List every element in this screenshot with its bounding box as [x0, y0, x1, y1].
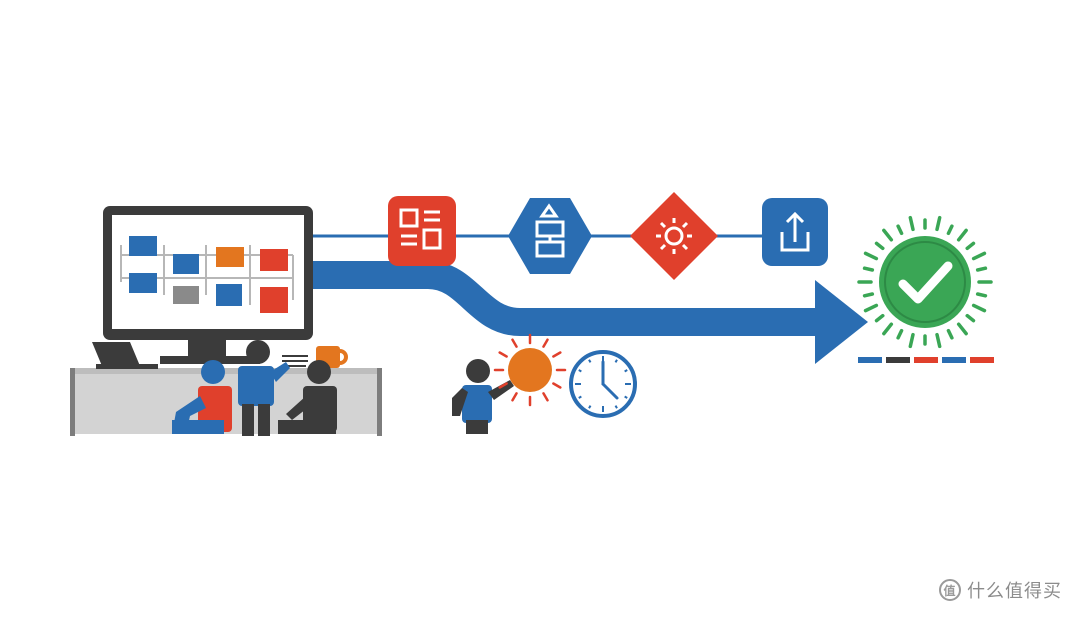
clock-icon: [569, 350, 637, 418]
person-presenting: [452, 359, 514, 434]
success-ray: [863, 251, 879, 261]
status-bar-segment: [942, 357, 966, 363]
success-ray: [896, 328, 904, 340]
clock-tick: [578, 369, 582, 373]
success-ray: [874, 241, 885, 251]
success-ray: [896, 224, 904, 236]
stage-3-icon: [630, 192, 718, 280]
success-ray: [975, 266, 988, 272]
person-blue: [238, 340, 290, 436]
success-check-icon: [857, 215, 993, 349]
stage-1-icon: [388, 196, 456, 266]
success-ray: [965, 313, 976, 323]
sun-ray: [542, 392, 549, 402]
sun-ray: [552, 351, 562, 358]
flow-arrow-body: [312, 261, 820, 336]
status-bar-segment: [914, 357, 938, 363]
success-ray: [946, 224, 954, 236]
sun-ray: [511, 338, 518, 348]
clock-tick: [614, 359, 618, 363]
person-dark: [278, 360, 337, 434]
clock-tick: [588, 359, 592, 363]
success-ray: [971, 251, 987, 261]
sun-ray: [498, 382, 508, 389]
success-ray: [862, 292, 875, 298]
status-bar-segment: [886, 357, 910, 363]
success-ray: [874, 313, 885, 323]
success-ray: [935, 215, 942, 232]
success-ray: [956, 322, 968, 336]
sun-icon: [493, 333, 567, 407]
sun-ray: [511, 392, 518, 402]
success-ray: [882, 322, 894, 336]
status-bar-segment: [858, 357, 882, 363]
success-ray: [863, 303, 879, 313]
person-red: [172, 360, 232, 434]
success-ray: [956, 228, 968, 242]
clock-tick: [614, 405, 618, 409]
sun-ray: [498, 351, 508, 358]
sun-ray: [552, 382, 562, 389]
success-ray: [862, 266, 875, 272]
clock-tick: [624, 369, 628, 373]
stage-2-icon: [508, 198, 592, 274]
success-ray: [935, 332, 942, 349]
success-ray: [971, 303, 987, 313]
status-color-bar: [858, 357, 994, 363]
status-bar-segment: [970, 357, 994, 363]
clock-tick: [624, 395, 628, 399]
success-ray: [908, 215, 915, 232]
success-ray: [946, 328, 954, 340]
success-ray: [908, 332, 915, 349]
watermark-logo-icon: 值: [939, 579, 961, 601]
success-ray: [882, 228, 894, 242]
sun-ray: [542, 338, 549, 348]
watermark-text: 什么值得买: [967, 581, 1062, 602]
flow-arrow-head: [815, 280, 868, 364]
monitor-flowchart: [120, 236, 294, 313]
clock-tick: [588, 405, 592, 409]
watermark: 值 什么值得买: [939, 577, 1062, 603]
laptop-icon: [92, 342, 158, 369]
success-ray: [965, 241, 976, 251]
stage-4-icon: [762, 198, 828, 266]
success-ray: [975, 292, 988, 298]
clock-tick: [578, 395, 582, 399]
